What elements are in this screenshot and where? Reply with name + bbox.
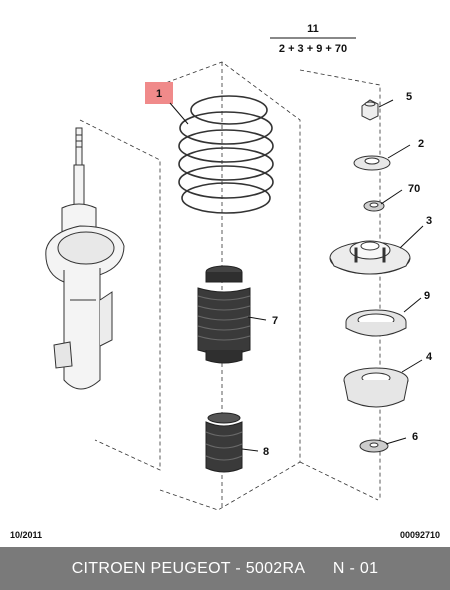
lower-spring-cup: [343, 367, 409, 408]
assembly-ref-number: 11: [307, 23, 319, 35]
seat-cup: [353, 155, 391, 171]
callout-1: 1: [156, 88, 162, 100]
highlight-box: [145, 82, 173, 104]
top-nut: [361, 99, 379, 121]
footer-code: 00092710: [399, 530, 440, 540]
callout-leader-lines: [169, 99, 424, 452]
coil-spring: [178, 95, 274, 214]
caption-text: CITROEN PEUGEOT - 5002RA N - 01: [71, 559, 379, 577]
callout-6: 6: [412, 431, 418, 443]
callout-9: 9: [424, 290, 430, 302]
callout-2: 2: [418, 138, 424, 150]
callout-8: 8: [263, 446, 269, 458]
callout-4: 4: [426, 351, 433, 363]
footer-date: 10/2011: [10, 530, 43, 540]
shock-absorber-strut: [45, 127, 125, 390]
callout-3: 3: [426, 215, 432, 227]
callout-70: 70: [408, 183, 420, 195]
dust-boot: [197, 265, 251, 364]
caption-bar: CITROEN PEUGEOT - 5002RA N - 01: [0, 547, 450, 590]
callout-7: 7: [272, 315, 278, 327]
strut-bearing: [345, 309, 407, 337]
small-washer: [363, 200, 385, 212]
callout-5: 5: [406, 91, 412, 103]
bottom-washer: [359, 439, 389, 453]
bump-stop: [205, 412, 243, 473]
top-mount: [329, 240, 411, 275]
assembly-formula: 2 + 3 + 9 + 70: [279, 43, 347, 55]
